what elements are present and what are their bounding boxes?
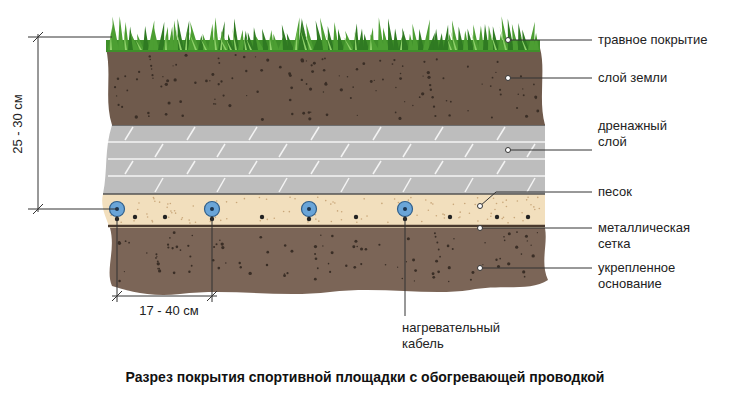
- layer-label: дренажный слой: [598, 118, 690, 150]
- soil-texture: [114, 54, 539, 283]
- soil-layer: [106, 48, 545, 125]
- base-layer: [110, 228, 548, 295]
- heating-cables: [109, 196, 540, 223]
- height-dimension: [28, 32, 117, 214]
- dimension-label: 17 - 40 см: [124, 303, 214, 319]
- drainage-layer: [103, 125, 545, 194]
- layer-label: укрепленное основание: [598, 260, 702, 292]
- spacing-dimension: [112, 216, 217, 302]
- layer-label: песок: [598, 184, 743, 200]
- drainage-tiles: [108, 127, 545, 192]
- layer-label: слой земли: [598, 70, 743, 86]
- dimension-label: 25 - 30 см: [10, 74, 26, 174]
- layer-label: металлическая сетка: [598, 220, 716, 252]
- cable-label: нагревательный кабель: [402, 320, 527, 352]
- sand-layer: [102, 194, 545, 228]
- leader-dots: [478, 38, 511, 271]
- grass-layer: [106, 16, 540, 52]
- caption: Разрез покрытия спортивной площадки с об…: [0, 369, 730, 385]
- layer-label: травное покрытие: [598, 32, 743, 48]
- leader-lines: [405, 40, 592, 316]
- drainage-edge: [103, 193, 545, 195]
